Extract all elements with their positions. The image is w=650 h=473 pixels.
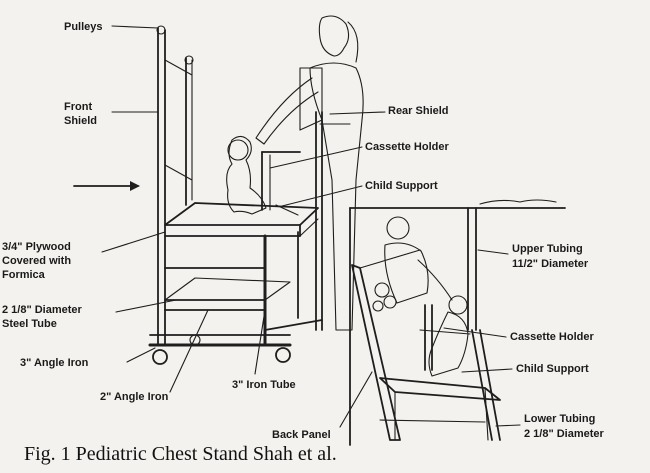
- inset-illustration: [349, 199, 566, 446]
- label-3in-iron-tube: 3" Iron Tube: [232, 379, 296, 391]
- label-cassette-holder-bottom: Cassette Holder: [510, 331, 594, 343]
- label-upper-tubing-line2: 11/2" Diameter: [512, 258, 589, 270]
- label-rear-shield: Rear Shield: [388, 105, 449, 117]
- leader-lines: [73, 25, 521, 428]
- label-plywood-line2: Covered with: [2, 255, 71, 267]
- label-upper-tubing-line1: Upper Tubing: [512, 243, 583, 255]
- label-front-shield-line1: Front: [64, 101, 92, 113]
- label-steel-tube-line1: 2 1/8" Diameter: [2, 304, 83, 316]
- label-back-panel: Back Panel: [272, 429, 331, 441]
- figure-caption: Fig. 1 Pediatric Chest Stand Shah et al.: [24, 443, 337, 465]
- label-child-support-top: Child Support: [365, 180, 438, 192]
- label-cassette-holder-top: Cassette Holder: [365, 141, 449, 153]
- main-stand-illustration: [148, 15, 364, 365]
- label-steel-tube-line2: Steel Tube: [2, 318, 57, 330]
- label-lower-tubing-line2: 2 1/8" Diameter: [524, 428, 605, 440]
- label-pulleys: Pulleys: [64, 21, 103, 33]
- label-2in-angle-iron: 2" Angle Iron: [100, 391, 169, 403]
- label-lower-tubing-line1: Lower Tubing: [524, 413, 595, 425]
- label-child-support-bottom: Child Support: [516, 363, 589, 375]
- label-3in-angle-iron: 3" Angle Iron: [20, 357, 89, 369]
- label-plywood-line1: 3/4" Plywood: [2, 241, 71, 253]
- annotation-labels: Pulleys Front Shield 3/4" Plywood Covere…: [2, 21, 605, 441]
- label-front-shield-line2: Shield: [64, 115, 97, 127]
- label-plywood-line3: Formica: [2, 269, 46, 281]
